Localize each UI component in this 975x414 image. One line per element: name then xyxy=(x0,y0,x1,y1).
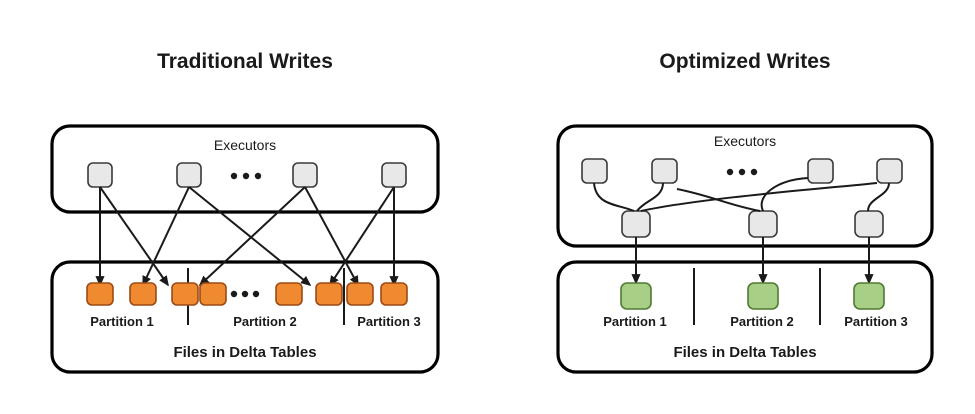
partition-label-3-traditional: Partition 3 xyxy=(357,314,421,329)
executor-node-3-traditional[interactable] xyxy=(292,162,318,188)
executors-container-optimized xyxy=(556,124,934,248)
panel-title-traditional: Traditional Writes xyxy=(157,50,333,73)
file-box-p2-2-traditional[interactable] xyxy=(315,282,343,306)
executor-node-2-optimized[interactable] xyxy=(651,158,678,184)
partition-label-2-traditional: Partition 2 xyxy=(233,314,297,329)
file-box-p1-3-traditional[interactable] xyxy=(171,282,199,306)
write-arrow-3-traditional xyxy=(142,186,190,287)
shuffle-curve-3-optimized xyxy=(676,188,761,212)
shuffle-curve-6-optimized xyxy=(867,182,890,212)
files-caption-traditional: Files in Delta Tables xyxy=(173,344,316,361)
shuffle-curve-1-optimized xyxy=(593,182,635,212)
write-arrow-7-traditional xyxy=(329,186,395,287)
write-arrow-5-traditional xyxy=(198,186,306,287)
executor-node-4-traditional[interactable] xyxy=(381,162,407,188)
executor-node-1-optimized[interactable] xyxy=(581,158,608,184)
ellipsis-executors-optimized xyxy=(726,168,758,176)
executor-node-1-traditional[interactable] xyxy=(87,162,113,188)
file-box-p2-1-traditional[interactable] xyxy=(275,282,303,306)
file-box-p3-1-traditional[interactable] xyxy=(346,282,374,306)
executors-container-traditional xyxy=(50,124,440,214)
shuffle-node-1-optimized[interactable] xyxy=(621,210,651,238)
partition-label-2-optimized: Partition 2 xyxy=(730,314,794,329)
executors-label-optimized: Executors xyxy=(714,133,776,149)
file-box-p3-2-traditional[interactable] xyxy=(380,282,408,306)
partition-label-3-optimized: Partition 3 xyxy=(844,314,908,329)
write-arrow-2-traditional xyxy=(99,186,169,287)
file-box-p3-1-optimized[interactable] xyxy=(853,282,885,310)
executor-node-3-optimized[interactable] xyxy=(807,158,834,184)
partition-label-1-optimized: Partition 1 xyxy=(603,314,667,329)
write-arrow-6-traditional xyxy=(304,186,359,287)
partition-label-1-traditional: Partition 1 xyxy=(90,314,154,329)
panel-title-optimized: Optimized Writes xyxy=(659,50,830,73)
ellipsis-files-traditional xyxy=(230,290,260,298)
shuffle-curve-5-optimized xyxy=(640,182,878,212)
files-caption-optimized: Files in Delta Tables xyxy=(673,344,816,361)
write-arrow-4-traditional xyxy=(188,186,312,286)
file-box-p1-1-traditional[interactable] xyxy=(86,282,114,306)
executor-node-4-optimized[interactable] xyxy=(876,158,903,184)
file-box-p1-2-traditional[interactable] xyxy=(129,282,157,306)
executors-label-traditional: Executors xyxy=(214,137,276,153)
file-box-p2-1-optimized[interactable] xyxy=(747,282,779,310)
file-box-p1-4-traditional[interactable] xyxy=(199,282,227,306)
ellipsis-executors-traditional xyxy=(230,172,262,180)
shuffle-node-2-optimized[interactable] xyxy=(748,210,778,238)
file-box-p1-1-optimized[interactable] xyxy=(620,282,652,310)
shuffle-curve-4-optimized xyxy=(760,177,809,212)
shuffle-curve-2-optimized xyxy=(636,182,664,212)
shuffle-node-3-optimized[interactable] xyxy=(854,210,884,238)
executor-node-2-traditional[interactable] xyxy=(176,162,202,188)
